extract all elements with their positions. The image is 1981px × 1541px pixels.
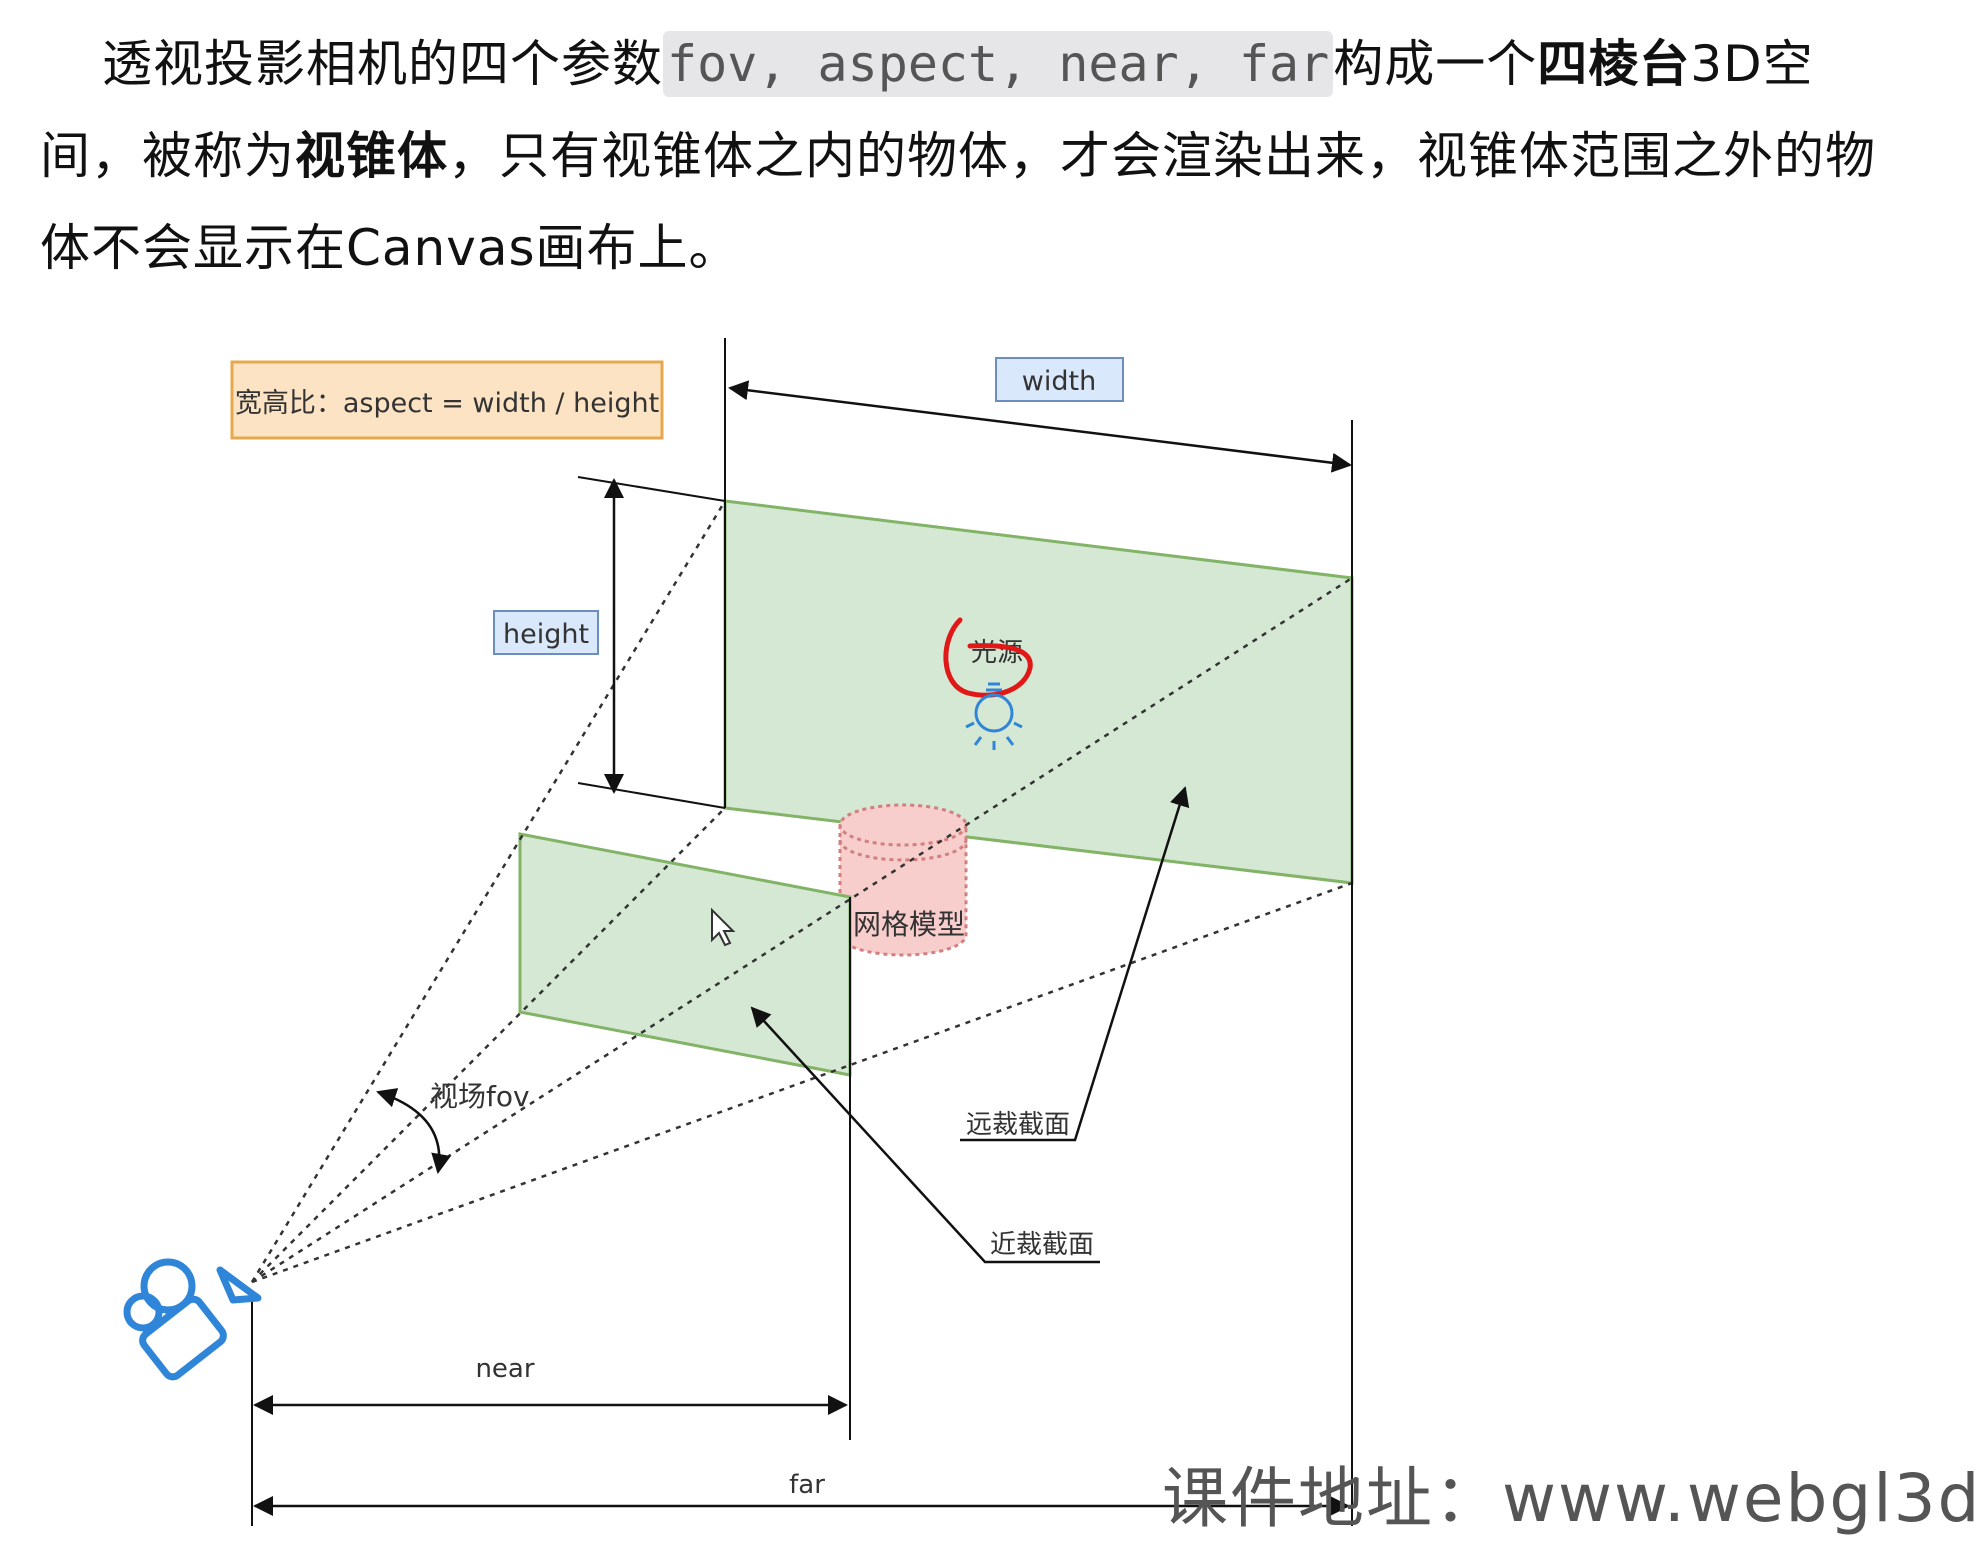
aspect-box: 宽高比：aspect = width / height bbox=[230, 360, 664, 440]
height-label-box: height bbox=[493, 610, 599, 655]
width-label: width bbox=[1022, 366, 1096, 397]
mesh-label: 网格模型 bbox=[853, 908, 965, 941]
light-label: 光源 bbox=[971, 638, 1023, 668]
fov-label: 视场fov bbox=[430, 1080, 530, 1113]
course-url-watermark: 课件地址：www.webgl3d bbox=[1162, 1460, 1981, 1537]
near-label: near bbox=[475, 1354, 534, 1384]
far-label: far bbox=[789, 1470, 825, 1500]
near-plane-label: 近裁截面 bbox=[990, 1230, 1094, 1260]
mesh-model-cylinder bbox=[838, 803, 968, 957]
far-plane-pointer bbox=[960, 786, 1190, 1142]
fov-arc-arrow bbox=[376, 1088, 451, 1174]
paragraph-text-3: 3D空间，被称为 bbox=[40, 35, 1814, 185]
frustum-edges bbox=[250, 500, 1353, 1284]
frustum-diagram: 宽高比：aspect = width / height width height bbox=[123, 338, 1354, 1526]
mouse-cursor-icon bbox=[711, 907, 736, 947]
near-clipping-plane bbox=[518, 832, 852, 1077]
intro-paragraph: 透视投影相机的四个参数fov, aspect, near, far构成一个四棱台… bbox=[40, 18, 1880, 294]
paragraph-text-1: 透视投影相机的四个参数 bbox=[102, 35, 663, 93]
paragraph-bold-frustum: 四棱台 bbox=[1537, 35, 1691, 93]
far-plane-label: 远裁截面 bbox=[966, 1110, 1070, 1140]
paragraph-bold-view-frustum: 视锥体 bbox=[295, 127, 448, 185]
far-clipping-plane bbox=[723, 499, 1354, 885]
width-label-box: width bbox=[995, 357, 1124, 402]
bulb-icon bbox=[965, 682, 1023, 750]
near-plane-pointer bbox=[750, 1006, 1100, 1264]
width-dimension-arrow bbox=[728, 380, 1352, 473]
aspect-box-label: 宽高比：aspect = width / height bbox=[235, 388, 659, 419]
light-source: 光源 bbox=[943, 617, 1033, 750]
paragraph-text-4: ，只有视锥体之内的物体，才会渲染出来，视锥体范围之外的物体不会显示在Canvas… bbox=[40, 127, 1876, 277]
paragraph-text-2: 构成一个 bbox=[1333, 35, 1538, 93]
extension-lines bbox=[251, 338, 1353, 1526]
camera-icon bbox=[123, 1258, 262, 1381]
red-annotation-circle bbox=[943, 617, 1033, 698]
params-code: fov, aspect, near, far bbox=[663, 31, 1334, 97]
height-label: height bbox=[503, 619, 589, 650]
